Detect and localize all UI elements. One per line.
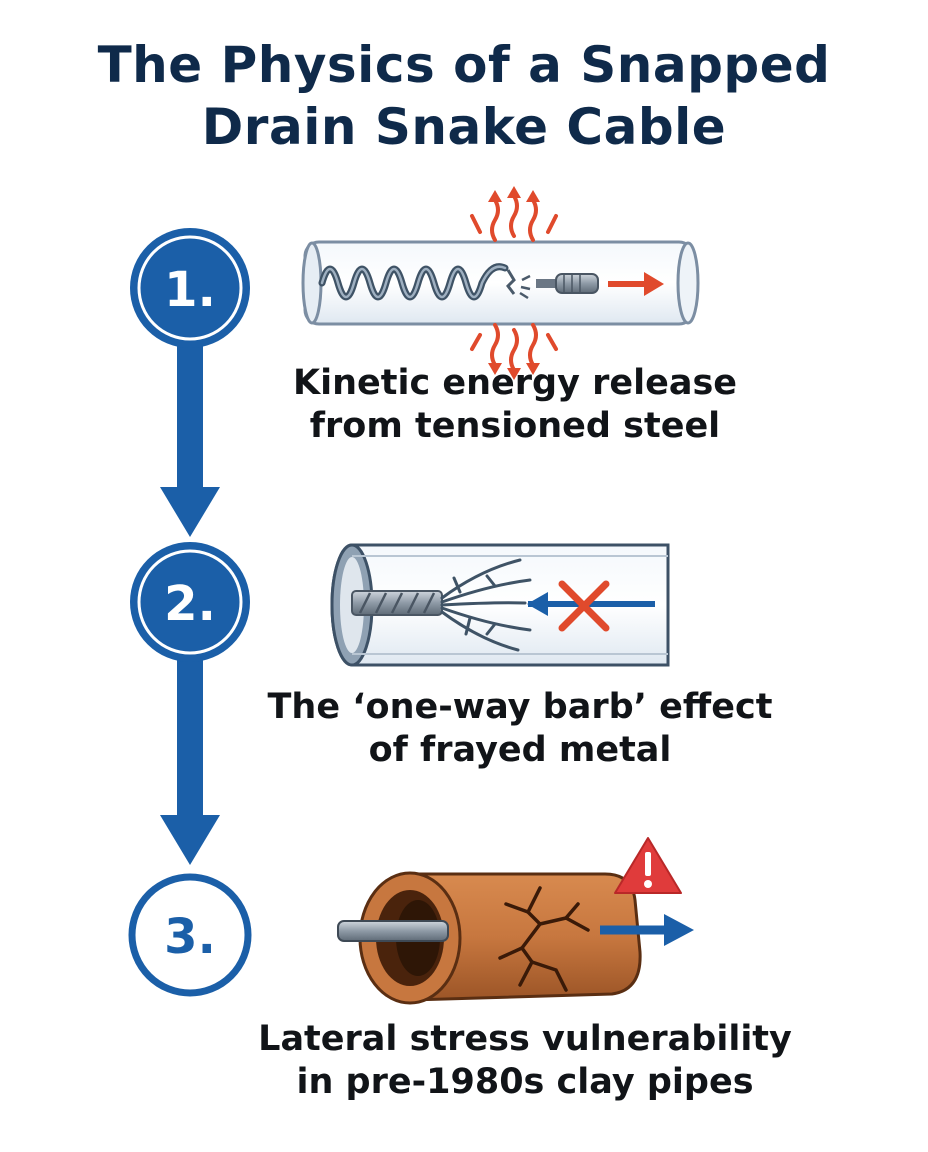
step-1-badge: 1. <box>130 228 250 348</box>
step-1-caption: Kinetic energy release from tensioned st… <box>190 362 840 448</box>
page-title: The Physics of a Snapped Drain Snake Cab… <box>0 34 928 158</box>
title-line-2: Drain Snake Cable <box>201 98 727 156</box>
step-1-caption-line-2: from tensioned steel <box>309 406 721 446</box>
frayed-wire-strands <box>440 558 532 652</box>
title-line-1: The Physics of a Snapped <box>97 36 831 94</box>
cracked-clay-pipe-icon <box>337 837 694 1005</box>
warning-icon <box>614 837 682 894</box>
step-2-caption: The ‘one-way barb’ effect of frayed meta… <box>190 686 850 772</box>
step-3-badge: 3. <box>128 873 252 997</box>
step-2-badge: 2. <box>130 542 250 662</box>
step-3-caption-line-2: in pre-1980s clay pipes <box>296 1062 754 1102</box>
frayed-cable-barb-icon <box>330 543 670 667</box>
step-3-caption: Lateral stress vulnerability in pre-1980… <box>165 1018 885 1104</box>
step-1-caption-line-1: Kinetic energy release <box>292 363 738 403</box>
step-2-number: 2. <box>164 576 216 632</box>
timeline <box>160 315 220 865</box>
release-burst-icon <box>470 194 558 372</box>
step-2-caption-line-2: of frayed metal <box>368 730 672 770</box>
connector-2-3 <box>177 648 203 820</box>
step-1-number: 1. <box>164 262 216 318</box>
step-3-caption-line-1: Lateral stress vulnerability <box>258 1019 792 1059</box>
down-arrow-1-icon <box>160 487 220 537</box>
step-3-number: 3. <box>164 909 216 965</box>
down-arrow-2-icon <box>160 815 220 865</box>
snapped-coil-in-pipe-icon <box>301 186 700 380</box>
step-2-caption-line-1: The ‘one-way barb’ effect <box>267 687 773 727</box>
pipe-crack-lines <box>498 886 590 992</box>
